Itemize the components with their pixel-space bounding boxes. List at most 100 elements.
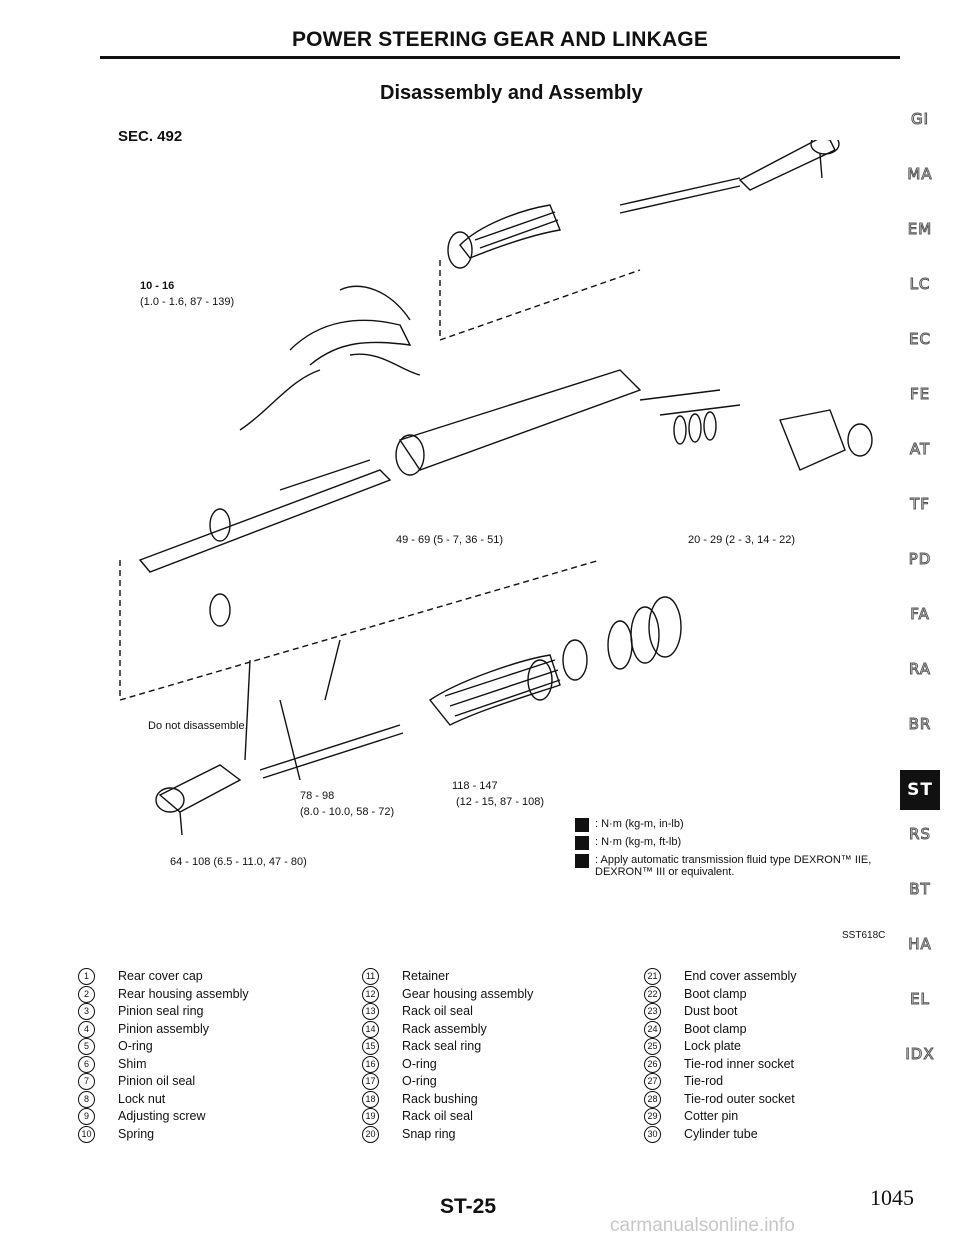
section-tab-bt[interactable]: BT [909, 880, 931, 899]
part-number: 1 [78, 968, 95, 985]
section-tab-idx[interactable]: IDX [905, 1045, 935, 1064]
section-tab-ec[interactable]: EC [909, 330, 931, 349]
fluid-icon [575, 854, 589, 868]
parts-list-item: 7 Pinion oil seal [78, 1073, 249, 1091]
section-tab-rs[interactable]: RS [909, 825, 931, 844]
part-number: 30 [644, 1125, 661, 1143]
part-number: 14 [362, 1020, 379, 1038]
part-name: O-ring [402, 1074, 437, 1088]
section-label: SEC. 492 [118, 128, 183, 145]
part-name: Rack assembly [402, 1021, 487, 1036]
section-tab-fe[interactable]: FE [909, 385, 931, 404]
section-tab-ha[interactable]: HA [908, 935, 932, 954]
section-tab-tf[interactable]: TF [910, 495, 930, 514]
section-tab-em[interactable]: EM [907, 220, 933, 239]
part-number: 13 [362, 1003, 379, 1020]
page-header-title: POWER STEERING GEAR AND LINKAGE [291, 28, 709, 51]
part-name: Snap ring [402, 1126, 456, 1141]
section-tab-lc[interactable]: LC [909, 275, 931, 294]
torque-label-2: 49 - 69 (5 - 7, 36 - 51) [396, 534, 503, 546]
part-number: 16 [362, 1055, 379, 1073]
part-name: Pinion assembly [118, 1021, 210, 1036]
watermark: carmanualsonline.info [610, 1215, 795, 1236]
torque-label-5: 118 - 147 [452, 780, 498, 792]
part-name: Boot clamp [684, 986, 747, 1001]
section-tab-at[interactable]: AT [909, 440, 931, 459]
part-name: O-ring [402, 1056, 437, 1071]
part-number: 7 [78, 1073, 95, 1090]
part-name: Rear housing assembly [118, 986, 249, 1001]
part-name: Rack oil seal [402, 1109, 473, 1123]
part-name: Tie-rod inner socket [684, 1056, 794, 1071]
part-number: 17 [362, 1073, 379, 1090]
part-name: Tie-rod outer socket [684, 1091, 795, 1106]
figure-id: SST618C [842, 930, 886, 941]
legend-row: : Apply automatic transmission fluid typ… [575, 854, 885, 878]
parts-list-item: 12 Gear housing assembly [362, 985, 534, 1004]
part-name: Pinion seal ring [118, 1004, 204, 1018]
parts-list-item: 9 Adjusting screw [78, 1108, 249, 1126]
torque-label-1: 10 - 16 [140, 280, 175, 292]
torque-label-3: 20 - 29 (2 - 3, 14 - 22) [688, 534, 795, 546]
torque-label-6: 64 - 108 (6.5 - 11.0, 47 - 80) [170, 856, 307, 868]
torque-label-1b: (1.0 - 1.6, 87 - 139) [140, 296, 235, 308]
section-tab-el[interactable]: EL [910, 990, 930, 1009]
part-number: 5 [78, 1038, 95, 1055]
page-subtitle: Disassembly and Assembly [380, 82, 643, 104]
page-number: 1045 [870, 1185, 914, 1210]
torque-legend: : N·m (kg-m, in-lb) : N·m (kg-m, ft-lb) … [575, 818, 885, 882]
header-rule [100, 56, 900, 59]
legend-row: : N·m (kg-m, ft-lb) [575, 836, 885, 850]
part-name: Gear housing assembly [402, 986, 534, 1001]
section-tab-st[interactable]: ST [900, 770, 940, 810]
part-name: Cylinder tube [684, 1126, 758, 1141]
part-number: 11 [362, 968, 379, 985]
part-name: Rack bushing [402, 1091, 478, 1106]
section-tab-gi[interactable]: GI [910, 110, 930, 129]
exploded-diagram: 10 - 16 (1.0 - 1.6, 87 - 139) 49 - 69 (5… [100, 133, 890, 880]
section-tab-br[interactable]: BR [908, 715, 932, 734]
part-name: End cover assembly [684, 969, 797, 983]
part-name: Pinion oil seal [118, 1074, 196, 1088]
legend-text: : Apply automatic transmission fluid typ… [595, 854, 872, 878]
parts-list-item: 20 Snap ring [362, 1125, 533, 1144]
part-name: Adjusting screw [118, 1109, 206, 1123]
parts-list-item: 16 O-ring [362, 1055, 533, 1074]
section-tab-pd[interactable]: PD [908, 550, 932, 569]
section-tab-ra[interactable]: RA [908, 660, 932, 679]
part-number: 27 [644, 1073, 661, 1090]
part-number: 4 [78, 1020, 95, 1038]
section-tab-ma[interactable]: MA [907, 165, 933, 184]
part-number: 6 [78, 1055, 95, 1073]
part-number: 9 [78, 1108, 95, 1125]
part-name: Lock nut [118, 1091, 166, 1106]
note-do-not-disassemble: Do not disassemble. [148, 720, 248, 732]
part-number: 20 [362, 1125, 379, 1143]
torque-inlb-icon [575, 818, 589, 832]
part-number: 18 [362, 1090, 379, 1108]
parts-list-item: 26 Tie-rod inner socket [644, 1055, 797, 1074]
torque-label-4: 78 - 98 [300, 790, 335, 802]
part-number: 2 [78, 985, 95, 1003]
part-number: 15 [362, 1038, 379, 1055]
section-tab-fa[interactable]: FA [910, 605, 930, 624]
part-name: Boot clamp [684, 1021, 747, 1036]
part-number: 26 [644, 1055, 661, 1073]
part-number: 12 [362, 985, 379, 1003]
torque-label-4b: (8.0 - 10.0, 58 - 72) [300, 806, 395, 818]
part-name: Cotter pin [684, 1109, 739, 1123]
parts-list-item: 17 O-ring [362, 1073, 533, 1091]
